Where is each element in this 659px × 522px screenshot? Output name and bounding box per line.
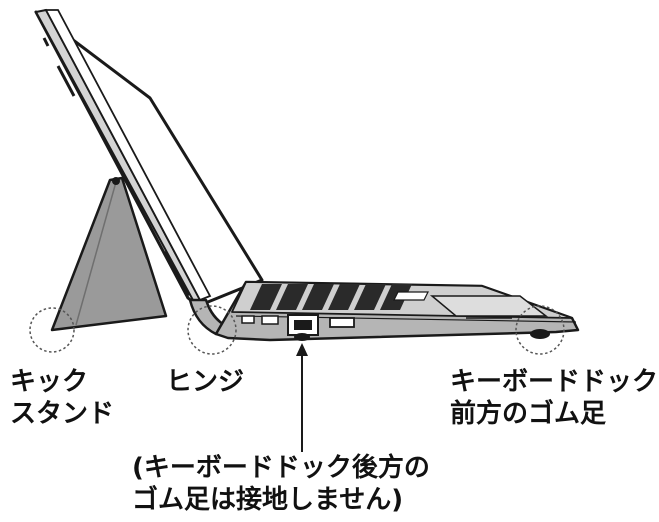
tablet	[34, 8, 264, 308]
keyboard-dock	[214, 280, 580, 342]
hinge-label: ヒンジ	[166, 366, 244, 398]
front-foot-callout-circle	[515, 305, 565, 355]
hinge-callout-circle	[187, 305, 237, 355]
kickstand-label-line1: キック	[10, 367, 89, 397]
kickstand-label: キック スタンド	[10, 366, 114, 430]
front-rubber-foot-label: キーボードドック 前方のゴム足	[450, 366, 658, 430]
kickstand	[50, 176, 168, 332]
kickstand-callout-circle	[29, 307, 75, 353]
usb-c-port	[241, 315, 255, 324]
rear-rubber-foot-note-line1: (キーボードドック後方の	[132, 453, 430, 483]
hinge-label-line1: ヒンジ	[166, 367, 245, 397]
touchpad	[429, 295, 549, 317]
kickstand-label-line2: スタンド	[10, 399, 115, 429]
front-rubber-foot	[530, 329, 550, 339]
power-button	[42, 37, 50, 47]
rear-rubber-foot-note: (キーボードドック後方の ゴム足は接地しません)	[132, 452, 430, 516]
rear-rubber-foot-note-line2: ゴム足は接地しません)	[132, 485, 404, 515]
front-rubber-foot-label-line2: 前方のゴム足	[450, 399, 607, 429]
hdmi-port	[329, 317, 355, 328]
usb-port	[261, 315, 279, 325]
rear-rubber-foot	[294, 333, 310, 341]
volume-button	[56, 65, 76, 97]
rear-foot-arrow	[296, 343, 308, 452]
vga-port-inner	[294, 320, 312, 330]
front-rubber-foot-label-line1: キーボードドック	[450, 367, 659, 397]
side-slot	[162, 251, 190, 297]
